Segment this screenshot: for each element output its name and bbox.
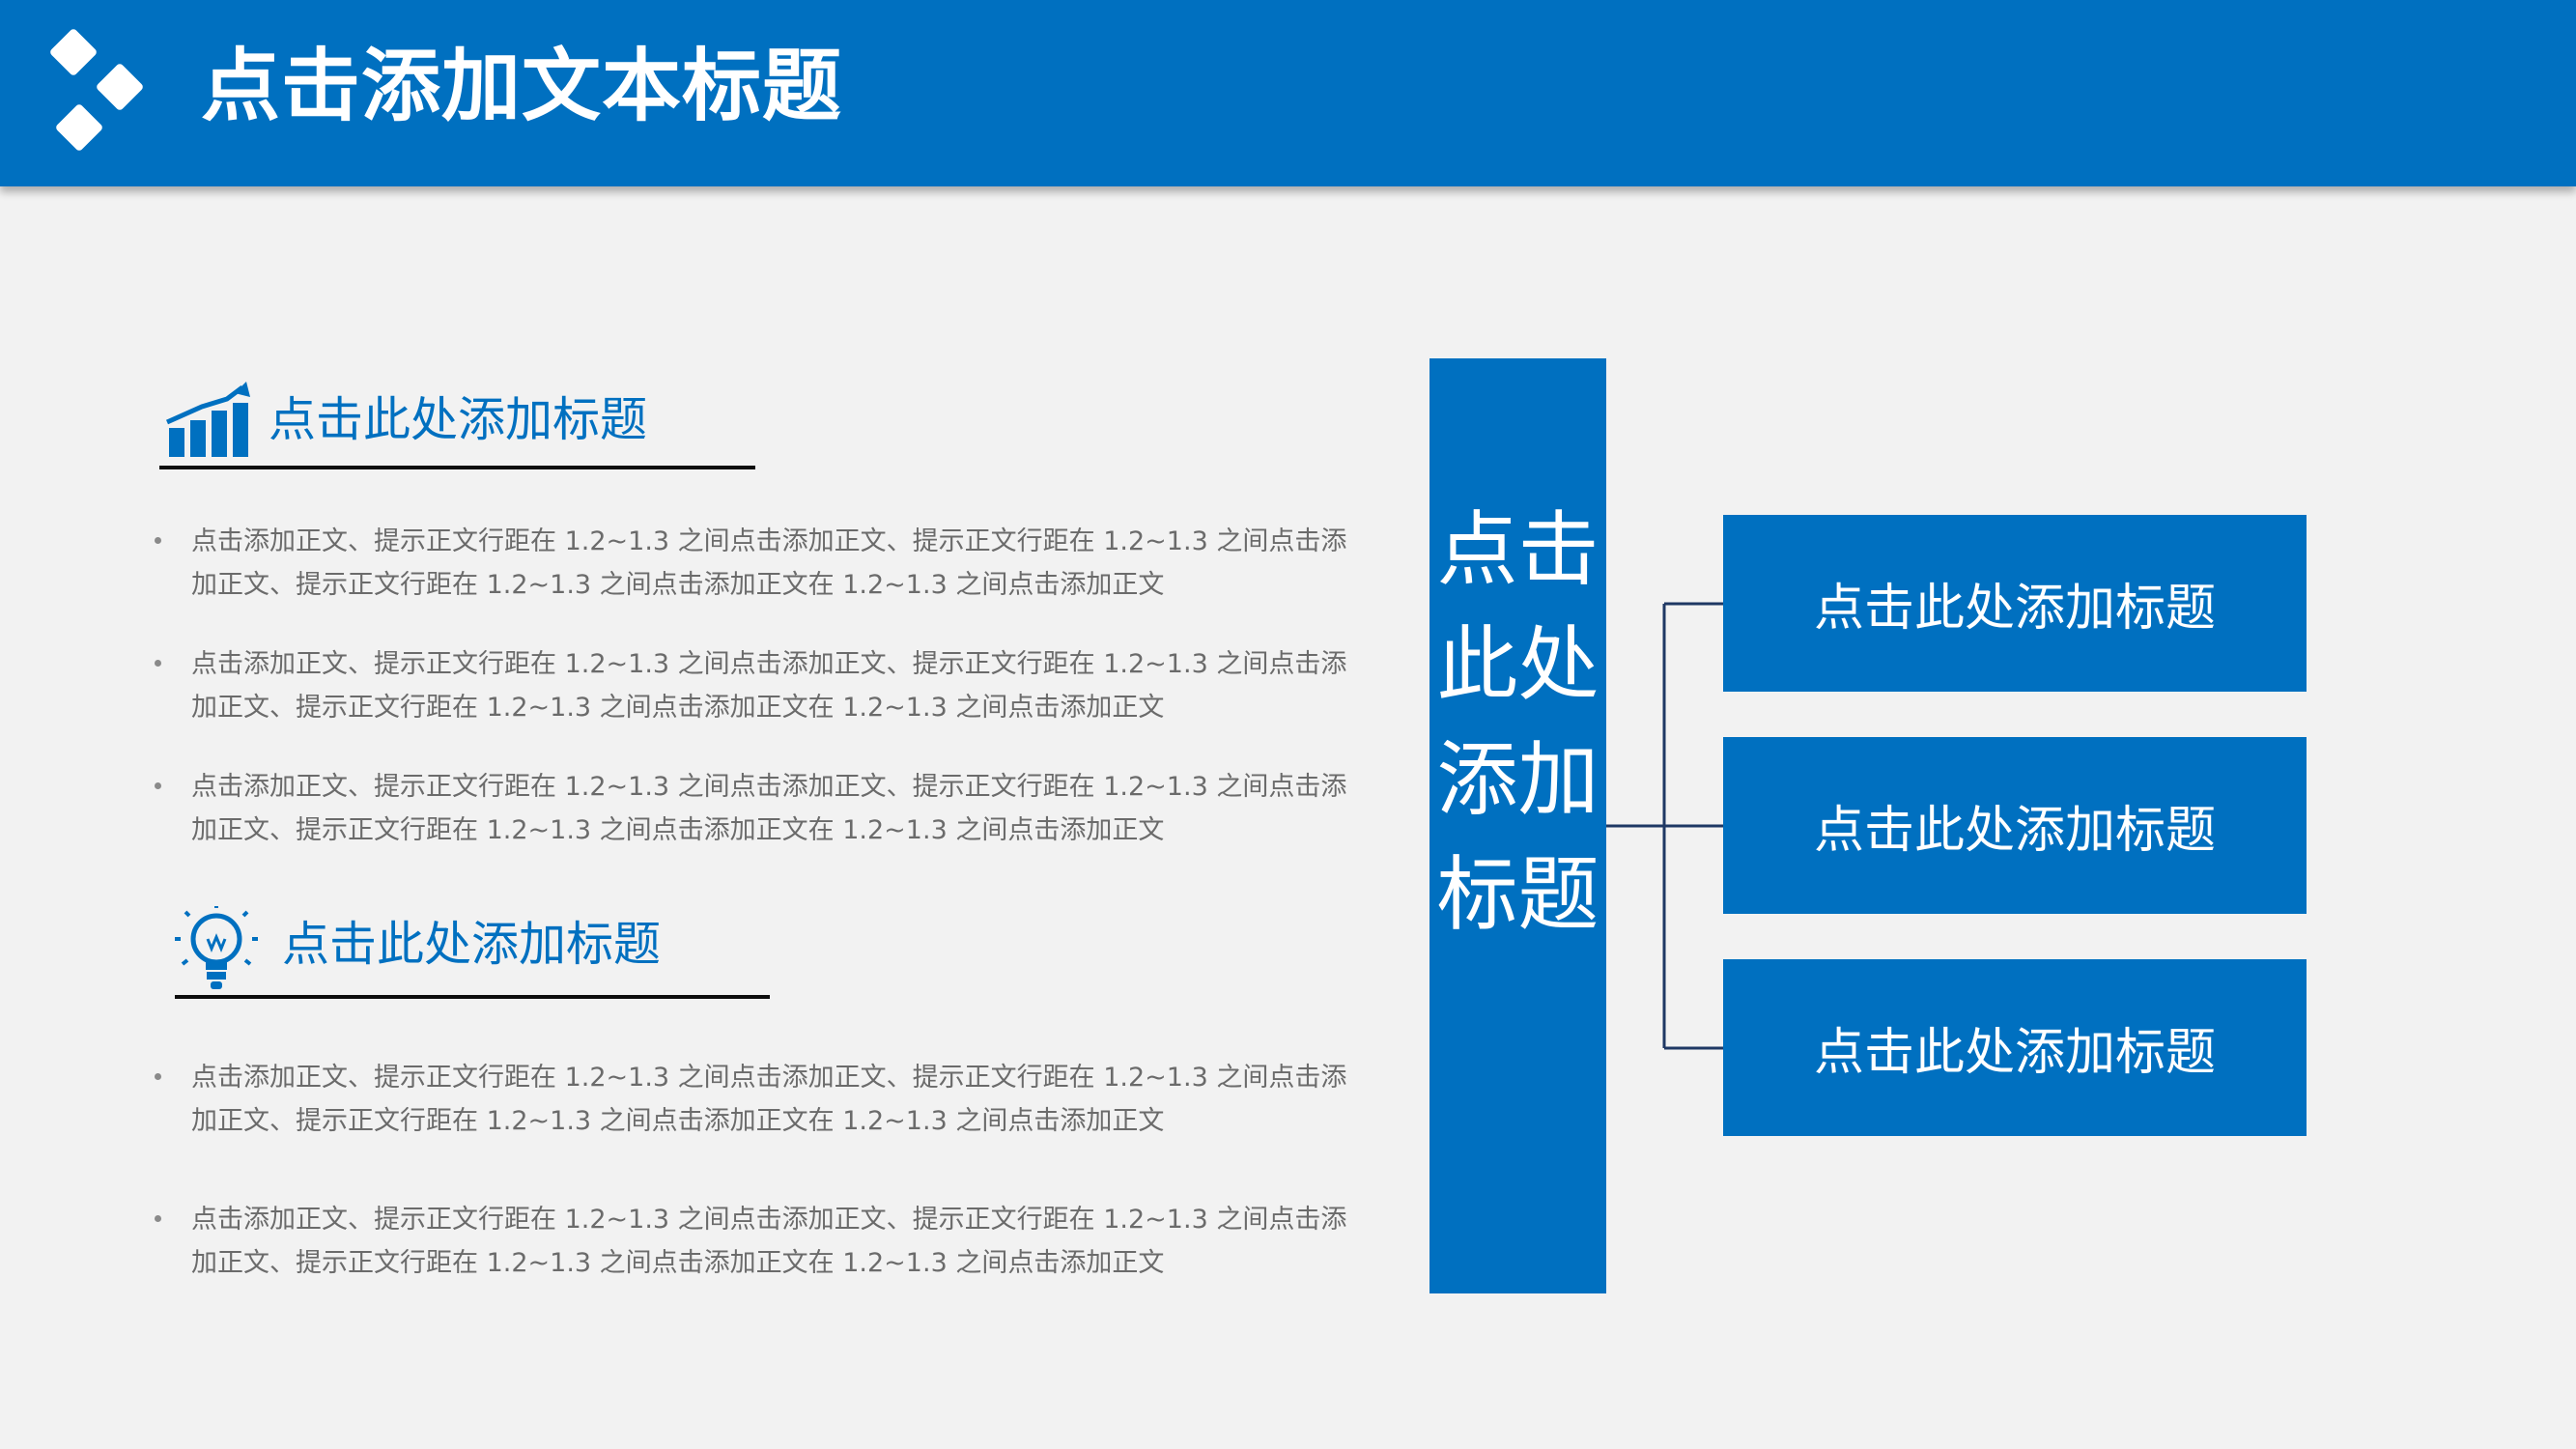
header-bar: 点击添加文本标题 bbox=[0, 0, 2576, 186]
list-item: 点击添加正文、提示正文行距在 1.2~1.3 之间点击添加正文、提示正文行距在 … bbox=[155, 765, 1352, 856]
diagram-root-box bbox=[1430, 358, 1606, 1293]
diagram-branch-box: 点击此处添加标题 bbox=[1723, 737, 2307, 914]
diamond-cluster-icon bbox=[50, 29, 143, 151]
list-item: 点击添加正文、提示正文行距在 1.2~1.3 之间点击添加正文、提示正文行距在 … bbox=[155, 642, 1352, 733]
bullet-dot bbox=[155, 660, 161, 667]
body-text[interactable]: 点击添加正文、提示正文行距在 1.2~1.3 之间点击添加正文、提示正文行距在 … bbox=[191, 649, 1347, 723]
diagram-branch-box: 点击此处添加标题 bbox=[1723, 959, 2307, 1136]
section-heading-underline bbox=[159, 466, 755, 469]
bullet-dot bbox=[155, 537, 161, 544]
body-text[interactable]: 点击添加正文、提示正文行距在 1.2~1.3 之间点击添加正文、提示正文行距在 … bbox=[191, 1205, 1347, 1278]
bullet-dot bbox=[155, 1215, 161, 1222]
body-text[interactable]: 点击添加正文、提示正文行距在 1.2~1.3 之间点击添加正文、提示正文行距在 … bbox=[191, 772, 1347, 845]
list-item: 点击添加正文、提示正文行距在 1.2~1.3 之间点击添加正文、提示正文行距在 … bbox=[155, 1056, 1352, 1147]
diagram-branch-label[interactable]: 点击此处添加标题 bbox=[1813, 802, 2216, 860]
list-item: 点击添加正文、提示正文行距在 1.2~1.3 之间点击添加正文、提示正文行距在 … bbox=[155, 1198, 1352, 1289]
diagram-branch-label[interactable]: 点击此处添加标题 bbox=[1813, 1024, 2216, 1082]
diagram-connector bbox=[1606, 602, 1723, 1050]
lightbulb-icon bbox=[175, 906, 258, 989]
diagram-branch-label[interactable]: 点击此处添加标题 bbox=[1813, 580, 2216, 638]
section-heading-label[interactable]: 点击此处添加标题 bbox=[282, 917, 662, 972]
body-text[interactable]: 点击添加正文、提示正文行距在 1.2~1.3 之间点击添加正文、提示正文行距在 … bbox=[191, 526, 1347, 600]
section-heading-underline bbox=[175, 995, 770, 999]
list-item: 点击添加正文、提示正文行距在 1.2~1.3 之间点击添加正文、提示正文行距在 … bbox=[155, 520, 1352, 611]
bullet-dot bbox=[155, 782, 161, 789]
bar-chart-growth-icon bbox=[165, 382, 250, 457]
bullet-dot bbox=[155, 1073, 161, 1080]
body-text[interactable]: 点击添加正文、提示正文行距在 1.2~1.3 之间点击添加正文、提示正文行距在 … bbox=[191, 1063, 1347, 1136]
page-title[interactable]: 点击添加文本标题 bbox=[201, 41, 843, 132]
section-heading-label[interactable]: 点击此处添加标题 bbox=[269, 392, 648, 447]
diagram-root-label[interactable]: 点击此处添加标题 bbox=[1436, 502, 1599, 942]
diagram-branch-box: 点击此处添加标题 bbox=[1723, 515, 2307, 692]
